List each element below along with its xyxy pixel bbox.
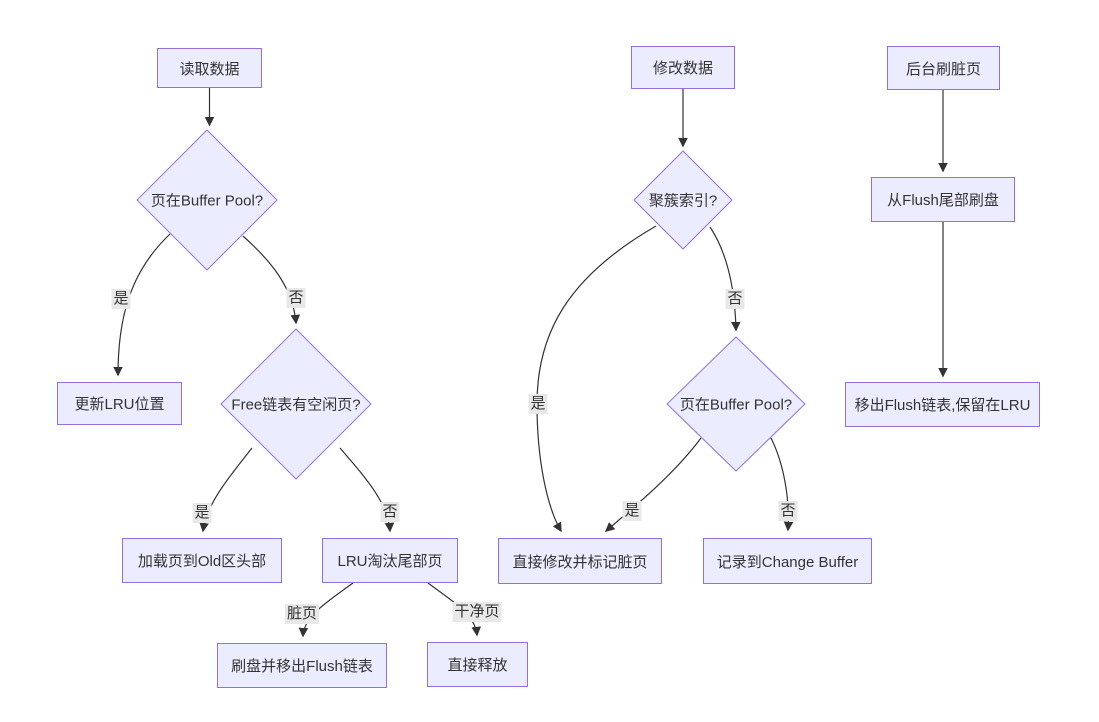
node-read-data: 读取数据: [157, 48, 262, 88]
node-background-flush-dirty-pages: 后台刷脏页: [887, 46, 1000, 90]
edge-clustered-yes-to-modify-mark-dirty: [536, 225, 657, 533]
node-modify-data-label: 修改数据: [652, 60, 713, 77]
node-flush-and-remove-from-flush-list: 刷盘并移出Flush链表: [217, 643, 387, 688]
node-release-label: 直接释放: [447, 657, 508, 674]
decision-page-in-bp-write-label: 页在Buffer Pool?: [679, 396, 793, 414]
decision-shape-free-list: [220, 328, 372, 480]
node-modify-and-mark-dirty: 直接修改并标记脏页: [498, 538, 662, 584]
node-read-data-label: 读取数据: [179, 60, 240, 78]
edge-label-free-no: 否: [380, 502, 400, 522]
edge-label-read-yes: 是: [111, 289, 131, 309]
decision-shape-page-in-bp-read: [136, 129, 278, 271]
edge-label-bp-write-yes: 是: [622, 501, 642, 521]
node-update-lru-position: 更新LRU位置: [57, 382, 182, 425]
node-record-to-change-buffer: 记录到Change Buffer: [703, 538, 872, 584]
edge-page-in-bp-no-to-free-list: [242, 235, 301, 325]
node-remove-from-flush-keep-lru: 移出Flush链表,保留在LRU: [845, 382, 1040, 427]
decision-free-list-label: Free链表有空闲页?: [231, 396, 361, 414]
decision-clustered-index-label: 聚簇索引?: [648, 192, 718, 210]
node-lru-evict-tail-page: LRU淘汰尾部页: [322, 538, 458, 583]
node-flush-from-flush-tail: 从Flush尾部刷盘: [871, 177, 1015, 222]
edge-label-clustered-yes: 是: [528, 394, 548, 414]
decision-page-in-bp-read-label: 页在Buffer Pool?: [150, 192, 264, 210]
edge-label-dirty-page: 脏页: [284, 604, 320, 624]
node-load-old-head-label: 加载页到Old区头部: [137, 553, 267, 570]
node-modify-mark-dirty-label: 直接修改并标记脏页: [512, 553, 648, 571]
edge-label-bp-write-no: 否: [778, 501, 798, 521]
node-bg-flush-label: 后台刷脏页: [905, 60, 981, 78]
node-flush-from-tail-label: 从Flush尾部刷盘: [887, 192, 999, 209]
node-change-buffer-label: 记录到Change Buffer: [716, 553, 859, 571]
node-lru-evict-label: LRU淘汰尾部页: [337, 553, 443, 570]
node-remove-flush-keep-lru-label: 移出Flush链表,保留在LRU: [854, 397, 1031, 414]
decision-shape-page-in-bp-write: [666, 336, 806, 472]
decision-shape-clustered-index: [633, 150, 733, 250]
node-modify-data: 修改数据: [631, 46, 735, 89]
edge-label-read-no: 否: [286, 288, 306, 308]
edge-bp-write-yes-to-modify-mark-dirty: [604, 437, 702, 532]
node-flush-remove-label: 刷盘并移出Flush链表: [231, 658, 373, 675]
edge-label-free-yes: 是: [192, 503, 212, 523]
node-direct-release: 直接释放: [427, 642, 528, 687]
edge-clustered-no-to-page-in-bp-write: [709, 226, 741, 332]
edge-label-clustered-no: 否: [725, 289, 745, 309]
node-update-lru-label: 更新LRU位置: [74, 396, 165, 413]
node-load-page-to-old-head: 加载页到Old区头部: [122, 538, 282, 583]
edge-label-clean-page: 干净页: [452, 602, 502, 622]
